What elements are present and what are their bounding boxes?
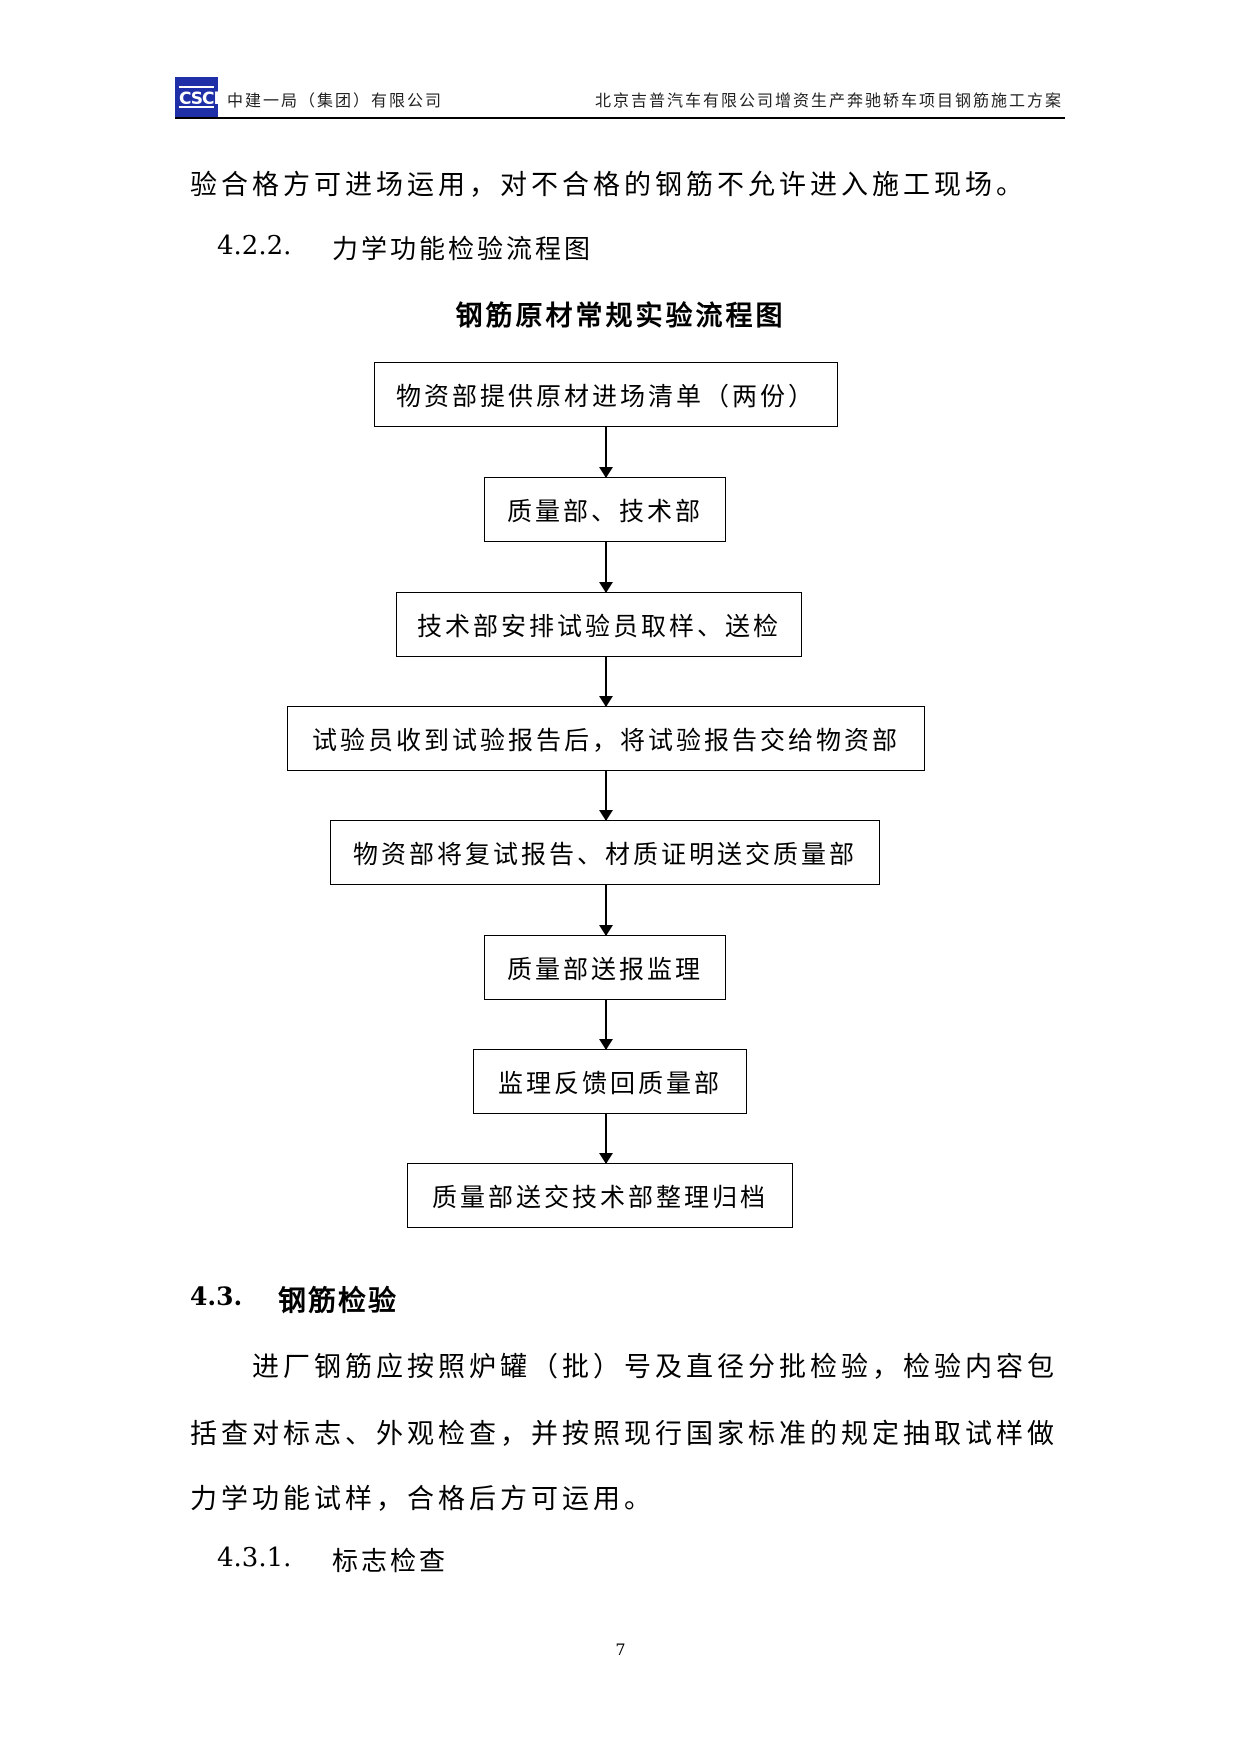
flow-arrow-1 [599, 427, 613, 478]
flow-arrow-5 [599, 885, 613, 936]
flow-step-3: 技术部安排试验员取样、送检 [396, 592, 802, 657]
section-title-4-2-2: 力学功能检验流程图 [332, 235, 594, 265]
section-title-4-3-1: 标志检查 [332, 1547, 449, 1577]
section-title-4-3: 钢筋检验 [278, 1284, 399, 1317]
flow-arrow-3 [599, 657, 613, 707]
flow-step-2: 质量部、技术部 [484, 477, 726, 542]
flow-step-4: 试验员收到试验报告后，将试验报告交给物资部 [287, 706, 925, 771]
section-number-4-2-2: 4.2.2. [217, 231, 292, 261]
flow-step-6: 质量部送报监理 [484, 935, 726, 1000]
header-company-name: 中建一局（集团）有限公司 [227, 91, 444, 110]
section-heading-4-3: 4.3. 钢筋检验 [190, 1282, 396, 1317]
page-number: 7 [615, 1640, 626, 1659]
page-header: CSCEC 中建一局（集团）有限公司 北京吉普汽车有限公司增资生产奔驰轿车项目钢… [175, 77, 1065, 119]
flow-step-8: 质量部送交技术部整理归档 [407, 1163, 793, 1228]
header-project-name: 北京吉普汽车有限公司增资生产奔驰轿车项目钢筋施工方案 [594, 91, 1063, 110]
flow-arrow-7 [599, 1114, 613, 1164]
company-logo-icon: CSCEC [175, 77, 237, 117]
flow-arrow-4 [599, 771, 613, 821]
flow-arrow-6 [599, 1000, 613, 1050]
body-text-line: 括查对标志、外观检查，并按照现行国家标准的规定抽取试样做 [190, 1419, 1058, 1450]
flow-step-1: 物资部提供原材进场清单（两份） [374, 362, 838, 427]
flow-step-7: 监理反馈回质量部 [473, 1049, 747, 1114]
body-text-line: 进厂钢筋应按照炉罐（批）号及直径分批检验，检验内容包 [252, 1352, 1058, 1383]
logo-text: CSCEC [179, 86, 237, 109]
section-number-4-3-1: 4.3.1. [217, 1543, 292, 1573]
flow-arrow-2 [599, 542, 613, 593]
body-text-line: 力学功能试样，合格后方可运用。 [190, 1484, 655, 1515]
flowchart-title: 钢筋原材常规实验流程图 [455, 301, 786, 332]
section-number-4-3: 4.3. [190, 1282, 243, 1311]
body-text-line: 验合格方可进场运用，对不合格的钢筋不允许进入施工现场。 [190, 170, 1027, 201]
flow-step-5: 物资部将复试报告、材质证明送交质量部 [330, 820, 880, 885]
